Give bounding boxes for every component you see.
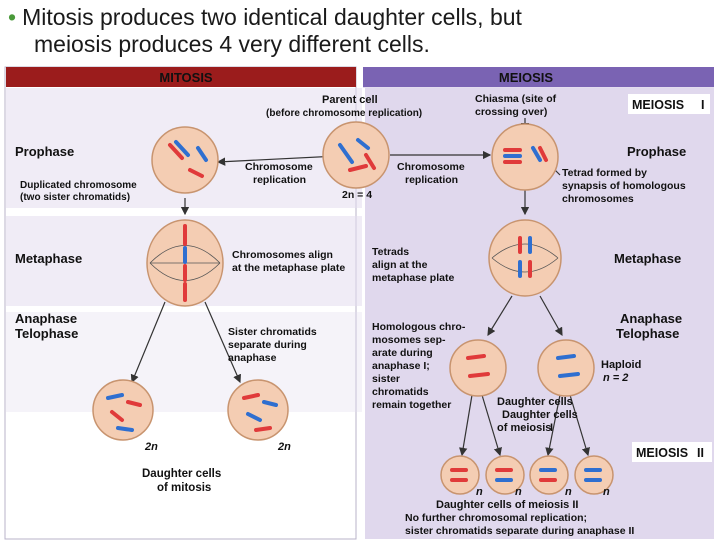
label-dc-mitosis-1: Daughter cells (142, 468, 221, 480)
label-homo-7: remain together (372, 399, 451, 411)
label-meiosis-i: MEIOSIS (632, 98, 684, 112)
label-roman-i: I (701, 98, 704, 112)
label-homo-6: chromatids (372, 386, 429, 398)
label-tetrad-2: synapsis of homologous (562, 180, 686, 192)
arrow-mii-1 (459, 394, 473, 457)
label-metaphase: Metaphase (15, 251, 82, 266)
label-sister-2: separate during (228, 339, 307, 351)
label-chrom-rep-b-2: replication (405, 174, 458, 186)
label-tetrad-1: Tetrad formed by (562, 167, 647, 179)
label-chrom-rep-b-1: Chromosome (397, 161, 465, 173)
label-dc-mitosis-2: of mitosis (157, 482, 211, 494)
label-parent-cell-note: (before chromosome replication) (266, 108, 422, 119)
label-tetrads-1: Tetrads (372, 246, 409, 258)
label-telophase-i: Telophase (616, 326, 679, 341)
label-2n-a: 2n (144, 441, 158, 453)
label-nofurther-1: No further chromosomal replication; (405, 512, 587, 524)
label-chrom-rep-a-1: Chromosome (245, 161, 313, 173)
label-dcm-3: of meiosis (497, 422, 551, 434)
label-homo-2: mosomes sep- (372, 334, 446, 346)
label-tetrads-2: align at the (372, 259, 428, 271)
label-chiasma-2: crossing over) (475, 106, 547, 118)
label-align-1: Chromosomes align (232, 249, 333, 261)
label-duplicated-1: Duplicated chromosome (20, 180, 137, 191)
title-line-2: meiosis produces 4 very different cells. (34, 31, 430, 57)
label-metaphase-i: Metaphase (614, 251, 681, 266)
meiosis-header-band (363, 67, 714, 87)
label-nofurther-2: sister chromatids separate during anapha… (405, 525, 634, 537)
label-prophase: Prophase (15, 144, 74, 159)
label-parent-cell: Parent cell (322, 94, 378, 106)
panel-divider (362, 88, 365, 539)
arrow-mit-daughter-right (204, 301, 241, 384)
meiosis-i-daughter-cell-2 (537, 339, 595, 397)
label-dcm-roman: I (550, 422, 553, 434)
meiosis-i-daughter-cell-1 (449, 339, 507, 397)
slide-title: •Mitosis produces two identical daughter… (8, 4, 708, 58)
label-n-a: n (476, 486, 483, 498)
label-meiosis-ii: MEIOSIS (636, 446, 688, 460)
arrow-mii-3 (545, 394, 561, 457)
label-anaphase-i: Anaphase (620, 311, 682, 326)
label-prophase-i: Prophase (627, 144, 686, 159)
chromosomes (106, 138, 602, 482)
meiosis-ii-daughter-cell-3 (529, 455, 569, 495)
meiosis-ii-daughter-cell-4 (574, 455, 614, 495)
arrow-mii-4 (569, 394, 590, 457)
label-homo-1: Homologous chro- (372, 321, 466, 333)
label-haploid: Haploid (601, 359, 641, 371)
label-homo-5: sister (372, 373, 400, 385)
label-n-d: n (603, 486, 610, 498)
mitosis-prophase-cell (151, 126, 219, 194)
mitosis-daughter-cell-1 (92, 379, 154, 441)
label-2n-b: 2n (277, 441, 291, 453)
label-homo-3: arate during (372, 347, 433, 359)
label-anaphase: Anaphase (15, 311, 77, 326)
label-roman-ii: II (697, 446, 704, 460)
mitosis-header: MITOSIS (159, 70, 213, 85)
meiosis-ii-daughter-cell-2 (485, 455, 525, 495)
meiosis-i-box (628, 94, 710, 114)
label-dc-meiosis-ii: Daughter cells of meiosis II (436, 499, 578, 511)
meiosis-metaphase-cell (488, 219, 562, 297)
arrow-mei-dc-left (487, 295, 513, 337)
label-chiasma-1: Chiasma (site of (475, 93, 557, 105)
label-tetrads-3: metaphase plate (372, 272, 454, 284)
arrow-mei-dc-right (539, 295, 563, 337)
arrow-mit-daughter-left (130, 301, 166, 384)
label-tetrad-3: chromosomes (562, 193, 634, 205)
label-chrom-rep-a-2: replication (253, 174, 306, 186)
meiosis-header: MEIOSIS (499, 70, 554, 85)
label-n-b: n (515, 486, 522, 498)
bullet-icon: • (8, 4, 17, 30)
label-telophase: Telophase (15, 326, 78, 341)
label-align-2: at the metaphase plate (232, 262, 345, 274)
label-n-c: n (565, 486, 572, 498)
label-dcm-1: Daughter cells (497, 396, 573, 408)
meiosis-ii-daughter-cell-1 (440, 455, 480, 495)
label-duplicated-2: (two sister chromatids) (20, 192, 130, 203)
arrow-mii-2 (481, 394, 502, 457)
label-sister-3: anaphase (228, 352, 277, 364)
label-dcm-2: Daughter cells (502, 409, 578, 421)
mitosis-header-band (6, 67, 356, 87)
meiosis-ii-box (632, 442, 712, 462)
label-2n-4: 2n = 4 (342, 189, 372, 201)
mitosis-daughter-cell-2 (227, 379, 289, 441)
label-homo-4: anaphase I; (372, 360, 430, 372)
meiosis-prophase-cell (491, 123, 559, 191)
label-n-2: n = 2 (603, 372, 628, 384)
title-line-1: Mitosis produces two identical daughter … (22, 4, 522, 30)
label-sister-1: Sister chromatids (228, 326, 317, 338)
parent-cell (322, 121, 390, 189)
